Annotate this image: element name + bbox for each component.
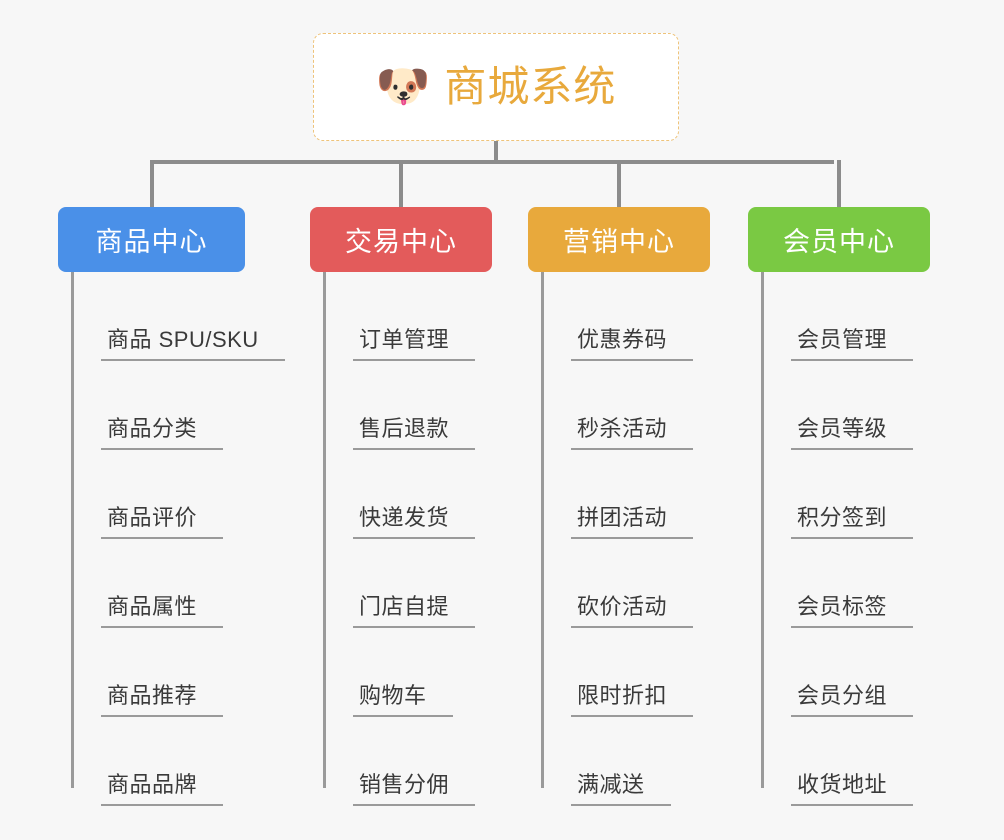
leaf-item[interactable]: 会员分组	[765, 628, 930, 717]
leaf-item[interactable]: 商品 SPU/SKU	[75, 272, 285, 361]
leaf-item[interactable]: 秒杀活动	[545, 361, 710, 450]
leaf-item-label: 砍价活动	[571, 594, 694, 628]
leaf-item-label: 秒杀活动	[571, 416, 694, 450]
leaf-item[interactable]: 商品推荐	[75, 628, 245, 717]
leaf-item[interactable]: 会员标签	[765, 539, 930, 628]
category-header-trade-center[interactable]: 交易中心	[310, 207, 492, 272]
connector-drop-product-center	[149, 160, 154, 207]
connector-horizontal-bus	[150, 160, 834, 164]
leaf-item-label: 收货地址	[791, 772, 914, 806]
leaf-item[interactable]: 会员等级	[765, 361, 930, 450]
leaf-item[interactable]: 拼团活动	[545, 450, 710, 539]
leaf-item[interactable]: 商品品牌	[75, 717, 245, 806]
leaf-item-label: 满减送	[571, 772, 671, 806]
leaf-item[interactable]: 限时折扣	[545, 628, 710, 717]
leaf-item-label: 商品评价	[101, 505, 224, 539]
category-header-product-center[interactable]: 商品中心	[58, 207, 245, 272]
leaf-item[interactable]: 商品属性	[75, 539, 245, 628]
leaf-item-label: 商品分类	[101, 416, 224, 450]
connector-drop-trade-center	[399, 160, 403, 207]
leaf-item-label: 商品品牌	[101, 772, 224, 806]
leaf-item-label: 售后退款	[353, 416, 476, 450]
leaf-item[interactable]: 满减送	[545, 717, 710, 806]
leaf-item[interactable]: 会员管理	[765, 272, 930, 361]
column-product-center: 商品中心商品 SPU/SKU 商品分类商品评价商品属性商品推荐商品品牌	[58, 207, 285, 806]
leaf-item-label: 订单管理	[353, 327, 476, 361]
leaf-item[interactable]: 快递发货	[327, 450, 492, 539]
leaf-item[interactable]: 门店自提	[327, 539, 492, 628]
leaf-item-label: 销售分佣	[353, 772, 476, 806]
root-node-mall-system[interactable]: 🐶 商城系统	[313, 33, 679, 141]
category-header-member-center[interactable]: 会员中心	[748, 207, 930, 272]
connector-spine-product-center	[71, 272, 74, 788]
leaf-list-trade-center: 订单管理售后退款快递发货门店自提购物车销售分佣	[323, 272, 492, 806]
connector-drop-marketing-center	[617, 160, 621, 207]
leaf-item-label: 购物车	[353, 683, 453, 717]
leaf-item-label: 商品 SPU/SKU	[101, 327, 285, 361]
leaf-item[interactable]: 订单管理	[327, 272, 492, 361]
connector-spine-marketing-center	[541, 272, 544, 788]
column-trade-center: 交易中心订单管理售后退款快递发货门店自提购物车销售分佣	[310, 207, 492, 806]
shiba-dog-face-icon: 🐶	[375, 62, 431, 111]
category-header-marketing-center[interactable]: 营销中心	[528, 207, 710, 272]
leaf-item[interactable]: 商品分类	[75, 361, 245, 450]
leaf-item-label: 拼团活动	[571, 505, 694, 539]
leaf-item-label: 积分签到	[791, 505, 914, 539]
column-member-center: 会员中心会员管理会员等级积分签到会员标签会员分组收货地址	[748, 207, 930, 806]
connector-spine-trade-center	[323, 272, 326, 788]
connector-root-stem	[494, 141, 498, 164]
leaf-item-label: 商品属性	[101, 594, 224, 628]
leaf-list-marketing-center: 优惠券码秒杀活动拼团活动砍价活动限时折扣满减送	[541, 272, 710, 806]
leaf-item[interactable]: 购物车	[327, 628, 492, 717]
leaf-item[interactable]: 优惠券码	[545, 272, 710, 361]
connector-drop-member-center	[837, 160, 841, 207]
leaf-item-label: 快递发货	[353, 505, 476, 539]
leaf-item[interactable]: 销售分佣	[327, 717, 492, 806]
leaf-item-label: 限时折扣	[571, 683, 694, 717]
leaf-list-member-center: 会员管理会员等级积分签到会员标签会员分组收货地址	[761, 272, 930, 806]
root-node-title: 商城系统	[444, 63, 617, 110]
leaf-item-label: 会员管理	[791, 327, 914, 361]
leaf-item-label: 商品推荐	[101, 683, 224, 717]
leaf-item-label: 会员分组	[791, 683, 914, 717]
column-marketing-center: 营销中心优惠券码秒杀活动拼团活动砍价活动限时折扣满减送	[528, 207, 710, 806]
leaf-item-label: 会员等级	[791, 416, 914, 450]
leaf-item[interactable]: 砍价活动	[545, 539, 710, 628]
leaf-item[interactable]: 积分签到	[765, 450, 930, 539]
connector-spine-member-center	[761, 272, 764, 788]
leaf-item[interactable]: 商品评价	[75, 450, 245, 539]
leaf-item[interactable]: 收货地址	[765, 717, 930, 806]
leaf-item-label: 优惠券码	[571, 327, 694, 361]
leaf-item[interactable]: 售后退款	[327, 361, 492, 450]
leaf-list-product-center: 商品 SPU/SKU 商品分类商品评价商品属性商品推荐商品品牌	[71, 272, 285, 806]
leaf-item-label: 门店自提	[353, 594, 476, 628]
leaf-item-label: 会员标签	[791, 594, 914, 628]
